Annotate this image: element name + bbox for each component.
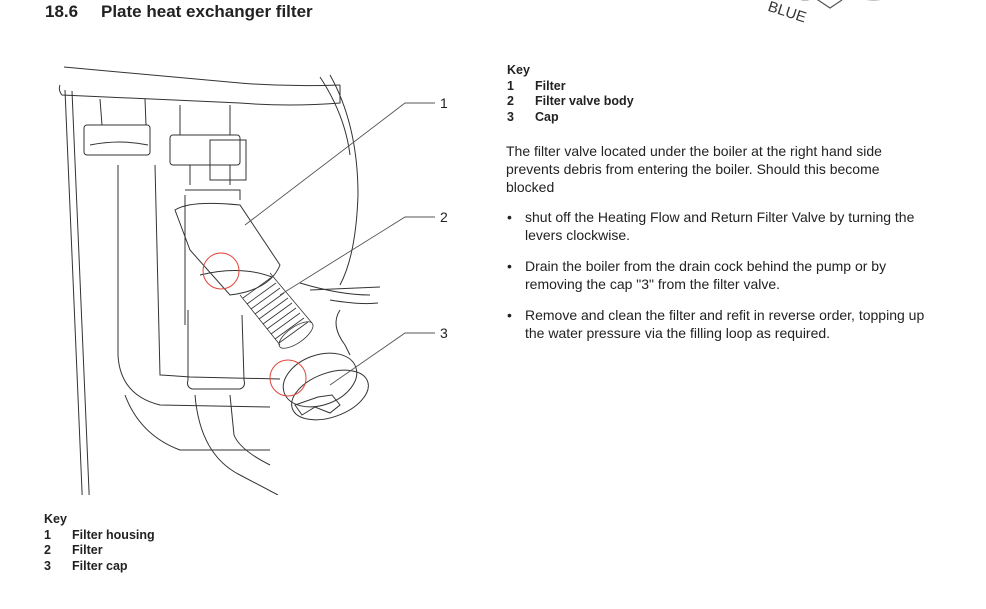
key-item-label: Filter housing	[72, 527, 155, 542]
key-item-number: 3	[44, 558, 51, 573]
key-item-number: 1	[44, 527, 51, 542]
key-item-number: 1	[507, 78, 514, 93]
instruction-item: • shut off the Heating Flow and Return Fi…	[506, 209, 946, 244]
key-item-label: Filter valve body	[535, 94, 634, 108]
key-right: Key 1 Filter 2 Filter valve body 3 Cap	[507, 63, 634, 125]
leader-line-1	[244, 102, 435, 226]
key-item: 1 Filter	[507, 79, 634, 95]
key-item-label: Filter	[535, 78, 566, 93]
key-item: 1 Filter housing	[44, 528, 155, 544]
bullet-icon: •	[507, 307, 512, 323]
section-heading: 18.6 Plate heat exchanger filter	[45, 2, 313, 22]
instruction-item: • Drain the boiler from the drain cock be…	[506, 258, 946, 293]
section-number: 18.6	[45, 2, 79, 21]
filter-diagram: 1 2 3	[58, 66, 448, 495]
key-item-number: 2	[507, 94, 514, 108]
intro-paragraph: The filter valve located under the boile…	[506, 143, 882, 195]
boiler-outline	[58, 66, 381, 495]
key-item-label: Cap	[535, 109, 559, 124]
key-left: Key 1 Filter housing 2 Filter 3 Filter cap	[44, 512, 155, 574]
key-title: Key	[507, 63, 530, 77]
leader-line-3	[329, 332, 435, 386]
instruction-text: Remove and clean the filter and refit in…	[525, 307, 925, 341]
key-item-number: 3	[507, 109, 514, 124]
key-item-number: 2	[44, 543, 51, 557]
key-title: Key	[44, 512, 67, 526]
instruction-text: Drain the boiler from the drain cock beh…	[525, 258, 887, 292]
logo-text: BLUE	[766, 0, 809, 26]
instruction-list: • shut off the Heating Flow and Return Fi…	[506, 209, 946, 356]
callout-2: 2	[440, 209, 448, 225]
key-item: 3 Cap	[507, 110, 634, 126]
key-item: 2 Filter valve body	[507, 94, 634, 110]
section-title: Plate heat exchanger filter	[101, 2, 313, 21]
key-item: 3 Filter cap	[44, 559, 155, 575]
key-item-label: Filter cap	[72, 558, 128, 573]
brand-logo-fragment: BLUE	[766, 0, 881, 26]
highlight-circle-cap-clip	[269, 359, 307, 397]
bullet-icon: •	[507, 258, 512, 274]
key-item-label: Filter	[72, 543, 103, 557]
callout-1: 1	[440, 95, 448, 111]
bullet-icon: •	[507, 209, 512, 225]
callout-3: 3	[440, 325, 448, 341]
highlight-circle-housing-clip	[202, 252, 240, 290]
filter-mesh	[239, 272, 314, 349]
instruction-text: shut off the Heating Flow and Return Fil…	[525, 209, 915, 243]
instruction-item: • Remove and clean the filter and refit i…	[506, 307, 946, 342]
leader-line-2	[279, 216, 435, 296]
key-item: 2 Filter	[44, 543, 155, 559]
